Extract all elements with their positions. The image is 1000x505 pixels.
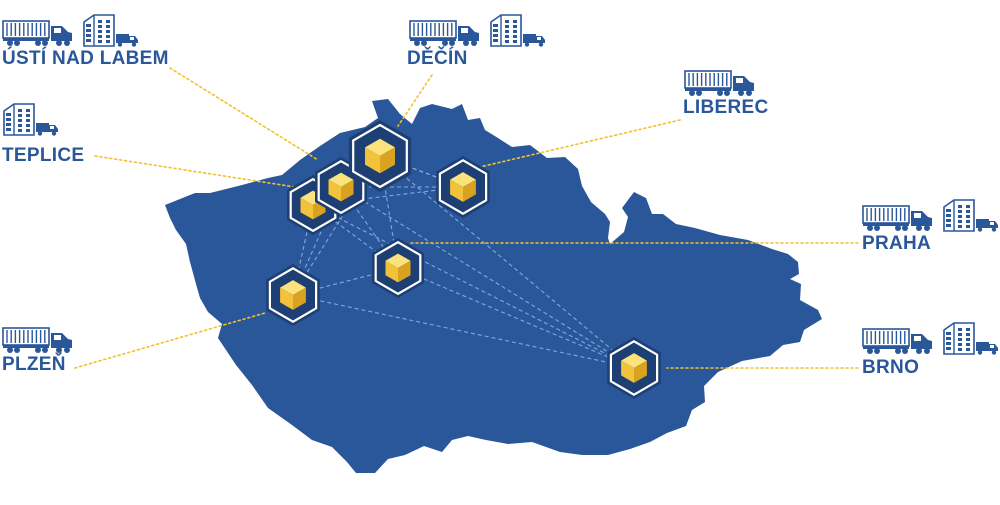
- warehouse-icon: [2, 101, 60, 142]
- truck-icon: [862, 203, 934, 238]
- warehouse-hub-icon: [348, 120, 412, 192]
- city-label-liberec: LIBEREC: [683, 97, 769, 118]
- label-connectors: [74, 67, 859, 369]
- warehouse-icon: [489, 12, 547, 53]
- warehouse-icon: [942, 320, 1000, 361]
- city-label-teplice: TEPLICE: [2, 145, 85, 166]
- cube-icon: [621, 353, 647, 383]
- truck-icon: [409, 18, 481, 53]
- city-label-praha: PRAHA: [862, 233, 932, 254]
- warehouse-hub-icon: [372, 238, 424, 298]
- icons-decin: [409, 12, 547, 53]
- connector-line: [479, 119, 681, 168]
- city-label-plzen: PLZEŇ: [2, 354, 66, 375]
- country-outline: [165, 99, 822, 473]
- warehouse-hub-icon: [607, 337, 661, 399]
- connector-line: [397, 74, 433, 127]
- route-line: [340, 186, 635, 369]
- connector-line: [74, 312, 266, 369]
- warehouse-hubs: [266, 120, 661, 399]
- route-line: [292, 294, 635, 369]
- warehouse-hub-icon: [436, 156, 490, 218]
- connector-line: [169, 67, 319, 161]
- cube-icon: [328, 172, 354, 202]
- city-label-decin: DĚČÍN: [407, 48, 468, 69]
- truck-icon: [862, 326, 934, 361]
- cube-icon: [385, 253, 411, 283]
- cube-icon: [280, 280, 306, 310]
- truck-icon: [2, 325, 74, 360]
- route-line: [292, 155, 381, 296]
- city-label-brno: BRNO: [862, 357, 920, 378]
- route-line: [379, 155, 635, 369]
- city-label-usti: ÚSTÍ NAD LABEM: [2, 48, 169, 69]
- route-line: [397, 267, 635, 369]
- icons-liberec: [684, 68, 756, 103]
- icons-praha: [862, 197, 1000, 238]
- truck-icon: [2, 18, 74, 53]
- icons-brno: [862, 320, 1000, 361]
- cube-icon: [450, 172, 476, 202]
- truck-icon: [684, 68, 756, 103]
- warehouse-hub-icon: [266, 264, 320, 326]
- warehouse-icon: [942, 197, 1000, 238]
- connector-line: [94, 155, 296, 188]
- icons-usti: [2, 12, 140, 53]
- icons-teplice: [2, 101, 60, 142]
- icons-plzen: [2, 325, 74, 360]
- cube-icon: [365, 138, 395, 174]
- warehouse-icon: [82, 12, 140, 53]
